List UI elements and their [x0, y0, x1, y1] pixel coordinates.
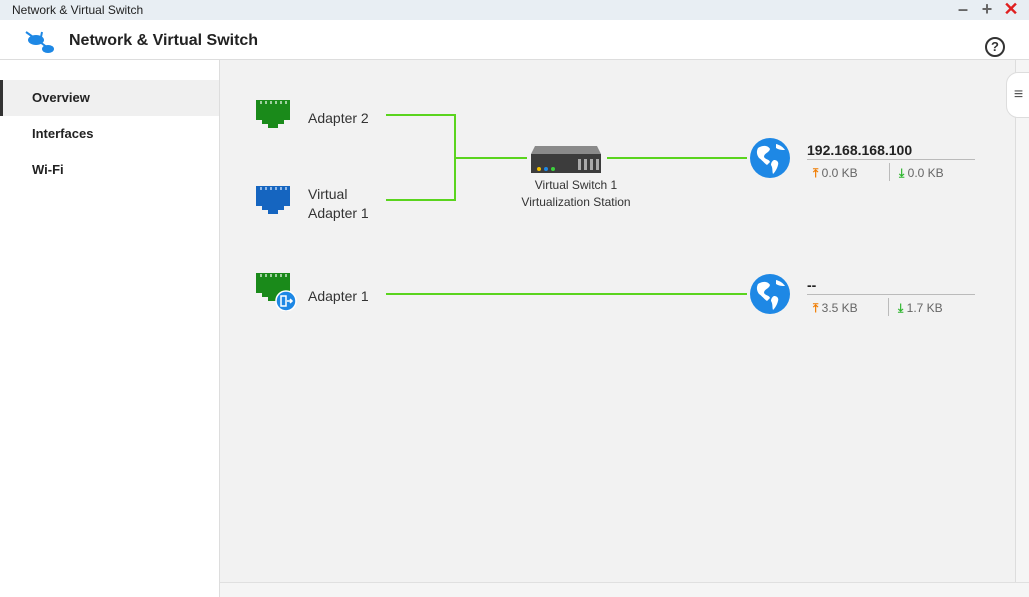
upload-value: 0.0 KB [821, 166, 858, 180]
download-stat: ⤓ 1.7 KB [898, 301, 943, 316]
app-header: Network & Virtual Switch ? [0, 20, 1029, 60]
app-title: Network & Virtual Switch [69, 32, 259, 49]
minimize-button[interactable]: – [957, 0, 968, 19]
sidebar-item-interfaces[interactable]: Interfaces [32, 126, 94, 141]
label-line: Virtual [308, 186, 348, 202]
ethernet-port-icon[interactable] [256, 273, 298, 311]
vertical-scrollbar[interactable] [1015, 60, 1029, 582]
ip-address: 192.168.168.100 [807, 142, 975, 160]
sidebar-item-wifi[interactable]: Wi-Fi [32, 162, 64, 177]
divider [889, 163, 890, 181]
download-stat: ⤓ 0.0 KB [899, 166, 944, 181]
download-value: 1.7 KB [906, 301, 943, 315]
horizontal-scrollbar[interactable] [220, 582, 1029, 597]
help-button[interactable]: ? [985, 37, 1005, 57]
globe-icon[interactable] [750, 274, 790, 314]
globe-icon[interactable] [750, 138, 790, 178]
switch-owner: Virtualization Station [521, 195, 631, 209]
window-titlebar: Network & Virtual Switch [0, 0, 1029, 20]
virtual-ethernet-port-icon[interactable] [256, 186, 290, 214]
upload-stat: ⤒ 3.5 KB [813, 301, 858, 316]
close-button[interactable]: ✕ [1003, 0, 1019, 19]
window-title: Network & Virtual Switch [12, 3, 144, 17]
label-line: Adapter 1 [308, 205, 369, 221]
switch-label[interactable]: Virtual Switch 1 Virtualization Station [506, 177, 646, 211]
upload-icon: ⤒ [813, 301, 819, 315]
download-icon: ⤓ [899, 166, 905, 180]
sidebar: Overview Interfaces Wi-Fi [0, 60, 220, 597]
maximize-button[interactable]: + [981, 0, 993, 19]
upload-stat: ⤒ 0.0 KB [813, 166, 858, 181]
ethernet-port-icon[interactable] [256, 100, 290, 128]
adapter-1-label[interactable]: Adapter 1 [308, 288, 369, 304]
divider [888, 298, 889, 316]
connection-lines [386, 114, 747, 295]
app-logo-icon [25, 31, 54, 53]
menu-icon[interactable]: ≡ [1006, 72, 1029, 118]
adapter-2-label[interactable]: Adapter 2 [308, 110, 369, 126]
switch-name: Virtual Switch 1 [534, 178, 618, 192]
upload-icon: ⤒ [813, 166, 819, 180]
virtual-switch-icon[interactable] [531, 146, 601, 173]
upload-value: 3.5 KB [821, 301, 858, 315]
download-icon: ⤓ [898, 301, 904, 315]
ip-address: -- [807, 277, 975, 295]
download-value: 0.0 KB [907, 166, 944, 180]
sidebar-item-overview[interactable]: Overview [0, 80, 219, 116]
